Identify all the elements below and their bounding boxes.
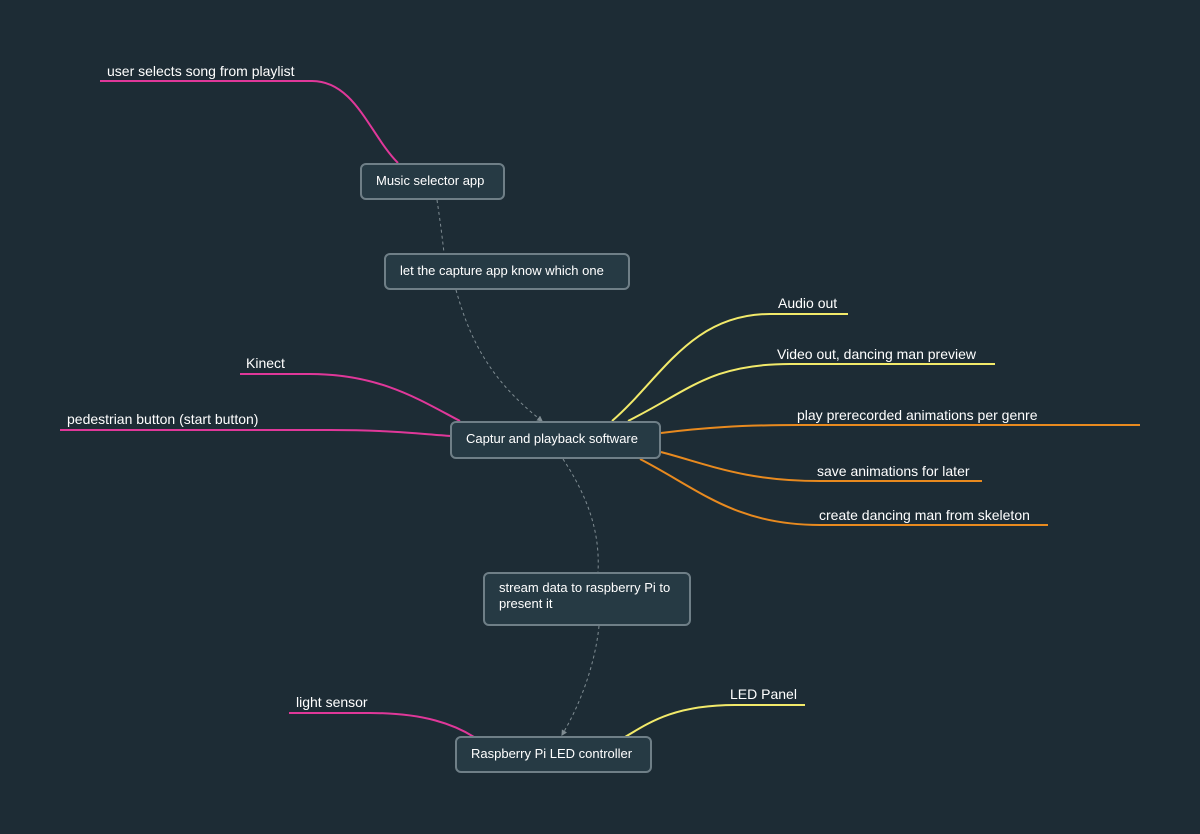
- branch-pedestrian-button: [60, 429, 452, 437]
- node-stream-data[interactable]: stream data to raspberry Pi to present i…: [483, 572, 691, 626]
- node-capture-playback-software-label: Captur and playback software: [466, 431, 638, 446]
- flow-arrow-selector-to-notify: [436, 199, 445, 254]
- flow-arrow-notify-to-capture: [455, 289, 543, 422]
- label-kinect[interactable]: Kinect: [246, 355, 285, 371]
- branch-audio-out: [611, 313, 848, 422]
- branch-play-prerecorded: [660, 424, 1140, 434]
- label-light-sensor[interactable]: light sensor: [296, 694, 368, 710]
- label-user-selects-song[interactable]: user selects song from playlist: [107, 63, 295, 79]
- branch-kinect: [240, 373, 461, 422]
- branch-user-selects-song: [100, 80, 399, 164]
- node-capture-playback-software[interactable]: Captur and playback software: [450, 421, 661, 459]
- branch-video-out: [627, 363, 995, 422]
- label-led-panel[interactable]: LED Panel: [730, 686, 797, 702]
- flow-arrow-capture-to-stream: [562, 458, 599, 573]
- branch-light-sensor: [289, 712, 475, 738]
- branch-save-animations: [660, 451, 982, 482]
- node-raspberry-pi-led-controller[interactable]: Raspberry Pi LED controller: [455, 736, 652, 773]
- node-stream-data-label: stream data to raspberry Pi to present i…: [499, 580, 671, 611]
- node-raspberry-pi-led-controller-label: Raspberry Pi LED controller: [471, 746, 633, 761]
- branch-led-panel: [624, 704, 805, 738]
- label-audio-out[interactable]: Audio out: [778, 295, 838, 311]
- label-pedestrian-button[interactable]: pedestrian button (start button): [67, 411, 259, 427]
- label-create-dancing-man[interactable]: create dancing man from skeleton: [819, 507, 1030, 523]
- label-play-prerecorded[interactable]: play prerecorded animations per genre: [797, 407, 1038, 423]
- label-video-out[interactable]: Video out, dancing man preview: [777, 346, 976, 362]
- node-music-selector-app[interactable]: Music selector app: [360, 163, 505, 200]
- node-music-selector-app-label: Music selector app: [376, 173, 485, 188]
- branch-create-dancing-man: [639, 458, 1048, 526]
- node-notify-capture-app[interactable]: let the capture app know which one: [384, 253, 630, 290]
- node-notify-capture-app-label: let the capture app know which one: [400, 263, 604, 278]
- label-save-animations[interactable]: save animations for later: [817, 463, 970, 479]
- flow-arrow-stream-to-led: [561, 625, 600, 737]
